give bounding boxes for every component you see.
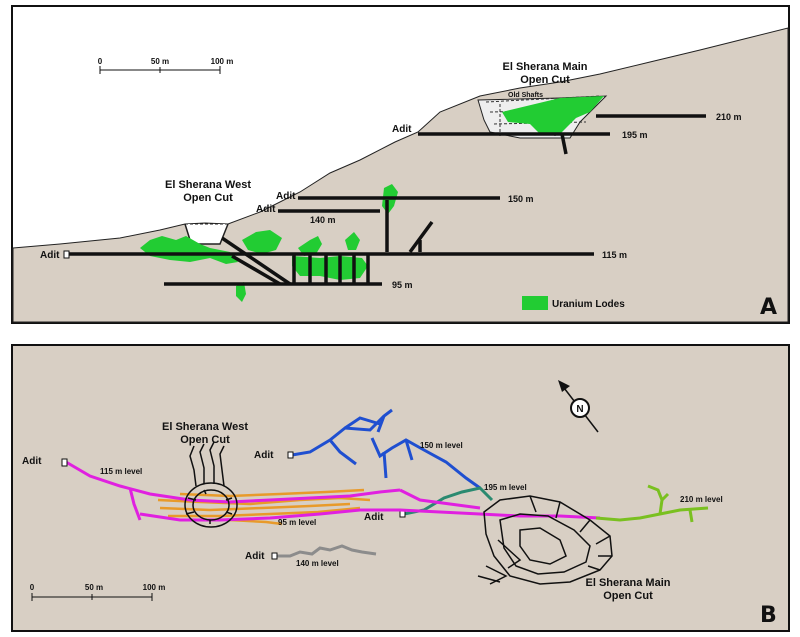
scale-b-tick2: 100 m: [143, 583, 166, 592]
level-label-150: 150 m: [508, 194, 534, 204]
adit-portal-115: [61, 458, 68, 467]
panel-b-letter: B: [760, 603, 777, 628]
lode-west-2: [242, 230, 282, 254]
north-arrow: N: [558, 380, 599, 433]
lode-main: [502, 96, 604, 134]
west-cut-b-1: El Sherana West: [162, 421, 248, 433]
level-b-label-115: 115 m level: [100, 467, 142, 476]
level-label-140: 140 m: [310, 215, 336, 225]
level-label-210: 210 m: [716, 112, 742, 122]
scale-bar-a: [99, 66, 221, 74]
scale-bar-b: [31, 593, 153, 601]
panel-b: N: [11, 344, 790, 632]
main-cut-b-1: El Sherana Main: [586, 577, 671, 589]
adit-portal-195: [399, 510, 406, 518]
scale-b-tick1: 50 m: [85, 583, 103, 592]
level-b-label-140: 140 m level: [296, 559, 339, 568]
west-open-cut-plan: [184, 441, 238, 528]
legend-label: Uranium Lodes: [552, 299, 625, 310]
adit-b-140: Adit: [245, 551, 265, 562]
legend-swatch: [522, 296, 548, 310]
adit-label-115: Adit: [40, 250, 60, 261]
panel-a-letter: A: [760, 295, 777, 320]
scale-b-tick0: 0: [30, 583, 35, 592]
incline-west: [221, 236, 291, 286]
lode-lower-drip: [236, 282, 246, 302]
lode-west-4: [345, 232, 360, 250]
panel-b-frame: [11, 344, 790, 632]
level-210-plan: [595, 484, 709, 523]
adit-b-150: Adit: [254, 450, 274, 461]
adit-label-150: Adit: [276, 191, 296, 202]
west-cut-b-2: Open Cut: [180, 434, 230, 446]
mine-workings: [68, 114, 706, 286]
adit-label-195: Adit: [392, 124, 412, 135]
adit-portal-150: [287, 451, 294, 459]
main-open-cut-plan: [477, 495, 613, 585]
main-cut-b-2: Open Cut: [603, 590, 653, 602]
adit-b-115: Adit: [22, 456, 42, 467]
scale-a-tick1: 50 m: [151, 57, 169, 66]
level-140-plan: [276, 544, 377, 558]
level-b-label-150: 150 m level: [420, 441, 463, 450]
scale-a-tick2: 100 m: [211, 57, 234, 66]
adit-b-195: Adit: [364, 512, 384, 523]
west-cut-label-1: El Sherana West: [165, 179, 251, 191]
main-cut-label-1: El Sherana Main: [503, 61, 588, 73]
adit-portal-140: [271, 552, 278, 560]
adit-portal-a: [63, 250, 70, 259]
old-shafts-label: Old Shafts: [508, 92, 543, 99]
scale-a-tick0: 0: [98, 57, 103, 66]
lode-west-1: [140, 236, 238, 264]
lode-west-3: [298, 236, 322, 256]
west-cut-label-2: Open Cut: [183, 192, 233, 204]
level-b-label-195: 195 m level: [484, 483, 527, 492]
level-b-label-210: 210 m level: [680, 495, 723, 504]
level-b-label-95: 95 m level: [278, 518, 316, 527]
incline-west-2: [231, 254, 281, 286]
adit-label-140: Adit: [256, 204, 276, 215]
winze-195: [560, 133, 568, 155]
north-label: N: [576, 404, 583, 415]
level-150-plan: [291, 408, 481, 490]
level-label-95: 95 m: [392, 280, 413, 290]
main-cut-label-2: Open Cut: [520, 74, 570, 86]
panel-a: 0 50 m 100 m El Sherana Main Open Cut Ol…: [11, 5, 790, 324]
level-label-195: 195 m: [622, 130, 648, 140]
raise-150-b: [408, 220, 434, 254]
level-label-115: 115 m: [602, 250, 627, 260]
